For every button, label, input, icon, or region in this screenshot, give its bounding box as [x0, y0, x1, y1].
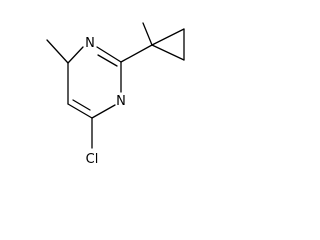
bond-c2-quaternary — [120, 44, 153, 63]
bond-methyl-c4 — [46, 39, 69, 64]
bond-c6-c5-inner — [72, 99, 91, 111]
bond-n1-c6 — [91, 104, 116, 119]
bond-n3-c2-inner — [97, 54, 118, 67]
chlorine-label: Cl — [86, 152, 99, 167]
nitrogen-label-bottom: N — [116, 94, 126, 109]
bond-c6-c5 — [67, 103, 93, 119]
chemical-structure: N N Cl — [46, 22, 185, 167]
nitrogen-label-top: N — [85, 36, 95, 51]
bond-ring-a — [151, 28, 185, 46]
bond-n3-c2 — [96, 46, 122, 63]
bond-quaternary-methyl — [142, 22, 153, 46]
bond-c4-n3 — [67, 46, 84, 64]
bond-ring-c — [151, 44, 185, 61]
bonds — [46, 22, 185, 149]
atom-labels: N N Cl — [85, 36, 126, 167]
